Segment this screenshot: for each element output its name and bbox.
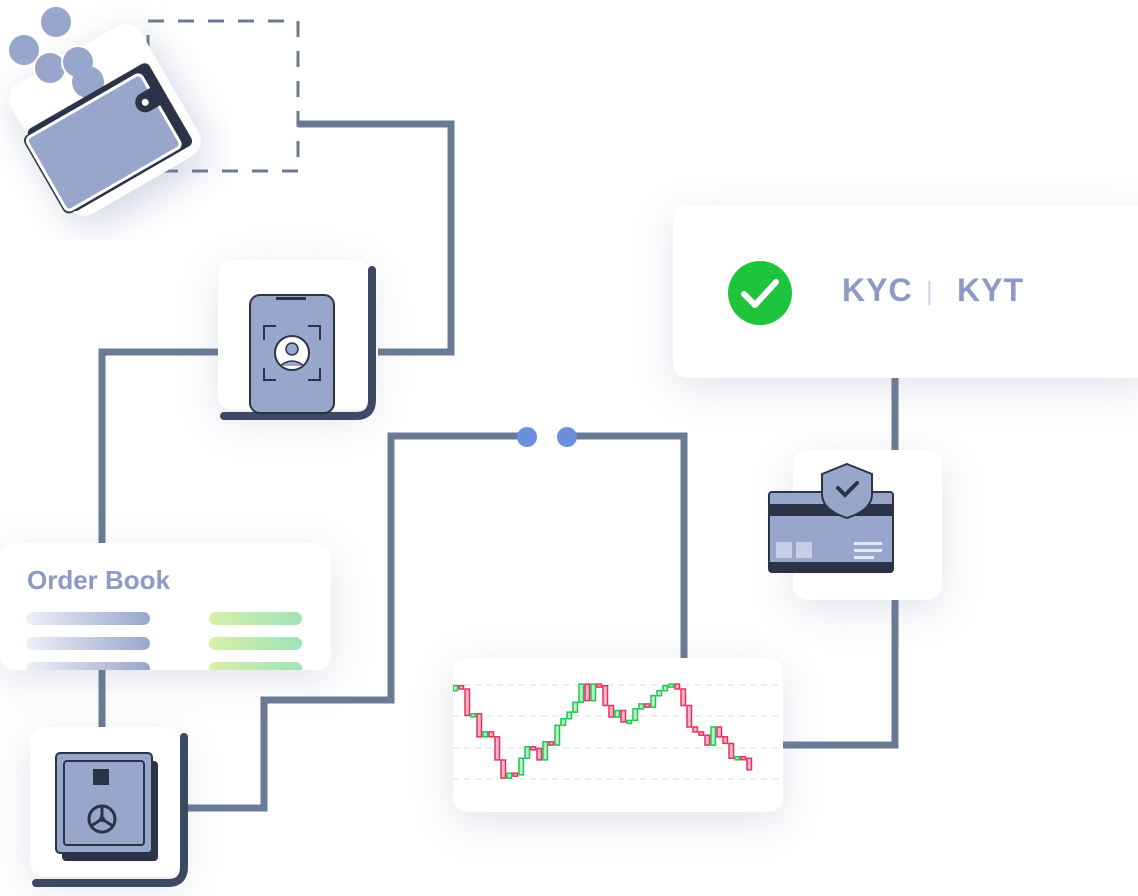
candle-down xyxy=(608,704,615,718)
candle-up xyxy=(452,684,459,692)
candle-down xyxy=(548,741,555,746)
candle-up xyxy=(554,724,561,746)
connector-safe-chart xyxy=(180,432,520,812)
candle-down xyxy=(674,683,681,690)
bid-bar xyxy=(26,662,150,670)
kyt-label: KYT xyxy=(957,272,1024,308)
connector-wallet-phone xyxy=(298,120,455,356)
candle-down xyxy=(512,772,519,777)
candle-up xyxy=(542,741,549,761)
candle-up xyxy=(614,709,621,718)
candle-up xyxy=(482,731,489,738)
candle-up xyxy=(560,717,567,727)
kyc-label: KYC xyxy=(842,272,913,308)
candle-down xyxy=(494,736,501,761)
face-scan-phone-icon xyxy=(220,266,376,420)
candle-up xyxy=(632,708,639,722)
candlestick-chart xyxy=(452,683,783,780)
candle-up xyxy=(590,683,597,702)
candle-down xyxy=(644,703,651,708)
candle-down xyxy=(740,755,747,761)
candle-down xyxy=(584,683,591,702)
secure-card-tile xyxy=(768,450,942,600)
candle-up xyxy=(626,719,633,725)
wallet-tile xyxy=(0,0,230,240)
ask-bar xyxy=(209,612,302,625)
connector-phone-orderbook xyxy=(98,348,218,545)
candle-down xyxy=(722,736,729,745)
candle-up xyxy=(470,713,477,718)
candle-down xyxy=(680,688,687,707)
candle-down xyxy=(704,734,711,746)
candle-down xyxy=(530,746,537,751)
price-chart-card xyxy=(452,658,783,812)
candle-up xyxy=(650,694,657,708)
candle-down xyxy=(500,759,507,779)
candle-up xyxy=(710,726,717,746)
connector-dot-left xyxy=(517,427,537,447)
kyc-separator: | xyxy=(926,276,934,306)
candle-down xyxy=(596,683,603,688)
candle-down xyxy=(692,726,699,733)
candle-down xyxy=(464,688,471,717)
safe-vault-icon xyxy=(32,733,188,887)
candle-down xyxy=(536,747,543,761)
candle-up xyxy=(668,683,675,688)
candle-down xyxy=(602,684,609,707)
safe-card xyxy=(30,727,188,887)
candle-down xyxy=(716,726,723,738)
connector-chart-top xyxy=(575,432,688,660)
candle-up xyxy=(524,746,531,760)
candle-down xyxy=(746,757,753,771)
bid-bar xyxy=(26,612,150,625)
wallet-icon xyxy=(7,5,201,216)
connector-dot-right xyxy=(557,427,577,447)
candle-up xyxy=(734,755,741,761)
shield-credit-card-icon xyxy=(768,462,894,573)
face-id-phone-card xyxy=(218,260,376,420)
candle-down xyxy=(686,704,693,728)
candle-up xyxy=(572,701,579,713)
candle-up xyxy=(662,684,669,692)
candle-up xyxy=(518,757,525,776)
candle-down xyxy=(488,731,495,738)
candle-down xyxy=(458,684,465,690)
candle-down xyxy=(728,742,735,760)
candle-up xyxy=(566,711,573,720)
candle-down xyxy=(620,709,627,723)
ask-bar xyxy=(209,662,302,670)
candle-up xyxy=(506,772,513,779)
candle-up xyxy=(656,689,663,697)
order-book-title: Order Book xyxy=(27,565,171,595)
candle-down xyxy=(476,713,483,738)
connector-chart-card xyxy=(783,600,899,749)
candle-down xyxy=(698,731,705,736)
candle-up xyxy=(638,703,645,710)
bid-bar xyxy=(26,637,150,650)
check-circle-icon xyxy=(728,261,792,325)
order-book-card: Order Book xyxy=(0,543,331,670)
ask-bar xyxy=(209,637,302,650)
candle-up xyxy=(578,683,585,703)
